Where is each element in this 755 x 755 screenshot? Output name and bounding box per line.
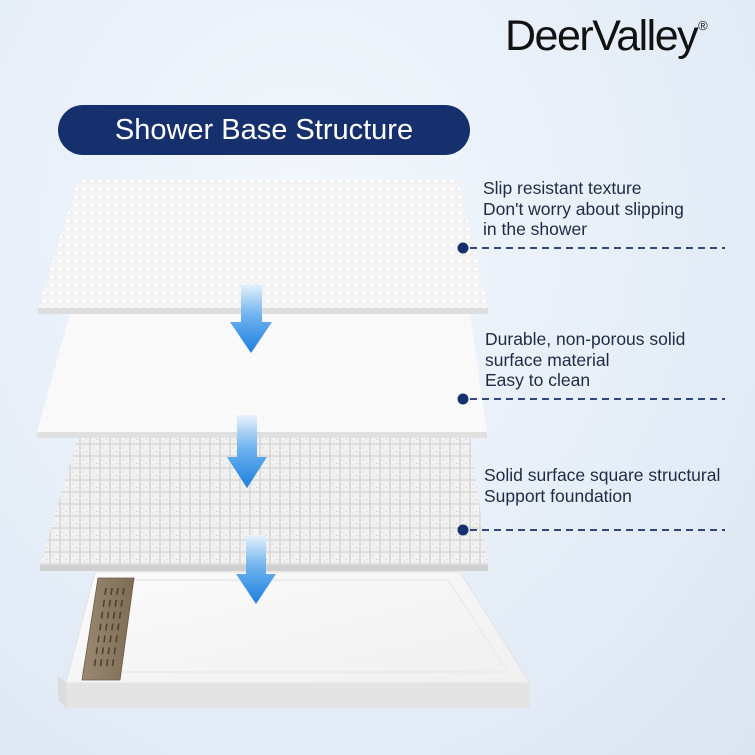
registered-mark: ® bbox=[698, 18, 708, 33]
down-arrow-icon bbox=[236, 535, 276, 604]
brand-logo: DeerValley® bbox=[505, 12, 708, 61]
callout-line: surface material bbox=[485, 349, 610, 370]
callout-leader-3 bbox=[457, 524, 725, 536]
callout-line: Slip resistant texture bbox=[483, 178, 642, 198]
shower-base-tray bbox=[58, 571, 531, 708]
callout-leader-2 bbox=[457, 393, 725, 405]
dot-marker-icon bbox=[457, 524, 469, 536]
down-arrow-icon bbox=[230, 284, 272, 353]
callout-slip-texture: Slip resistant texture Don't worry about… bbox=[483, 178, 684, 240]
callout-line: in the shower bbox=[483, 219, 588, 239]
dot-marker-icon bbox=[457, 242, 469, 254]
callout-structural-support: Solid surface square structural Support … bbox=[484, 465, 720, 506]
dot-marker-icon bbox=[457, 393, 469, 405]
callout-line: Easy to clean bbox=[485, 370, 591, 390]
callout-line: Support foundation bbox=[484, 485, 632, 506]
layer-slip-texture bbox=[38, 180, 488, 314]
callout-leader-1 bbox=[457, 242, 725, 254]
callout-line: Solid surface square structural bbox=[484, 465, 721, 485]
callout-line: Don't worry about slipping bbox=[483, 198, 684, 219]
callout-line: Durable, non-porous solid bbox=[485, 329, 686, 349]
linear-drain bbox=[81, 577, 135, 681]
callout-solid-surface: Durable, non-porous solid surface materi… bbox=[485, 329, 685, 391]
down-arrow-icon bbox=[227, 415, 267, 488]
brand-name: DeerValley bbox=[505, 12, 699, 60]
layer-solid-surface bbox=[37, 313, 487, 438]
page-title: Shower Base Structure bbox=[58, 105, 470, 155]
